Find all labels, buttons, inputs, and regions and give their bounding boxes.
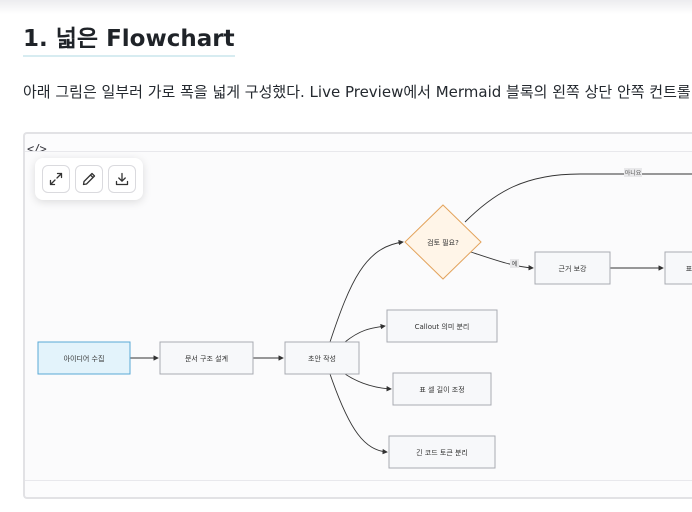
node-code: 긴 코드 토큰 분리 (388, 435, 496, 469)
node-structure-label: 문서 구조 설계 (185, 354, 228, 363)
node-callout-label: Callout 의미 분리 (415, 322, 470, 331)
download-button[interactable] (108, 165, 136, 193)
node-evidence-label: 근거 보강 (559, 264, 588, 273)
edge-review-no (464, 173, 692, 223)
edge-label-bg-yes (510, 259, 519, 268)
node-structure: 문서 구조 설계 (159, 341, 254, 375)
expand-icon (49, 172, 63, 186)
node-table-cell: 표 셀 길이 조정 (392, 372, 492, 406)
edge-label-yes: 예 (512, 260, 518, 268)
node-table-partial: 표 (664, 251, 692, 285)
mermaid-diagram: 아니요 예 아이디어 수집 문서 구조 설계 초안 작성 검토 필요? (25, 151, 692, 481)
pencil-icon (82, 172, 96, 186)
node-idea: 아이디어 수집 (37, 341, 131, 375)
download-icon (115, 172, 129, 186)
section-heading: 1. 넓은 Flowchart (23, 24, 235, 57)
edge-label-no: 아니요 (625, 169, 642, 177)
node-table-cell-label: 표 셀 길이 조정 (419, 385, 464, 394)
node-draft: 초안 작성 (284, 341, 360, 375)
mermaid-code-block: </> 아니요 예 (23, 132, 692, 499)
expand-button[interactable] (42, 165, 70, 193)
node-review: 검토 필요? (404, 204, 482, 280)
edge-label-bg-no (624, 168, 642, 177)
flowchart-svg: 아니요 예 아이디어 수집 문서 구조 설계 초안 작성 검토 필요? (37, 168, 692, 469)
node-table-partial-label: 표 (686, 265, 692, 273)
node-draft-label: 초안 작성 (308, 354, 336, 363)
node-review-label: 검토 필요? (427, 238, 459, 247)
node-idea-label: 아이디어 수집 (64, 354, 105, 363)
edge-draft-callout (344, 323, 386, 343)
edge-draft-tablecell (344, 373, 392, 392)
paragraph: 아래 그림은 일부러 가로 폭을 넓게 구성했다. Live Preview에서… (23, 83, 692, 101)
node-callout: Callout 의미 분리 (386, 309, 498, 343)
edge-draft-review (329, 239, 404, 343)
diagram-toolbar (35, 158, 143, 200)
node-evidence: 근거 보강 (534, 251, 611, 285)
edge-draft-code (329, 373, 388, 455)
top-shadow (0, 0, 692, 14)
node-code-label: 긴 코드 토큰 분리 (416, 448, 468, 457)
edge-review-yes (470, 251, 534, 271)
edit-button[interactable] (75, 165, 103, 193)
